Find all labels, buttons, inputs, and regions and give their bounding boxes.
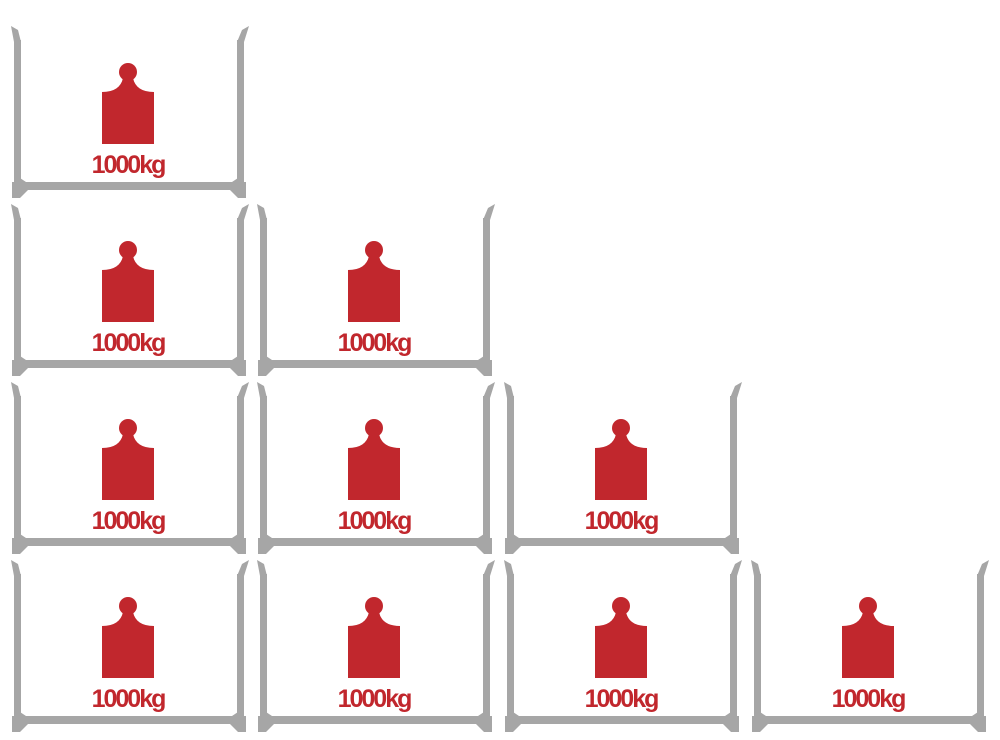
- load-label: 1000kg: [338, 685, 412, 713]
- container-frame: [11, 26, 249, 198]
- load-label: 1000kg: [832, 685, 906, 713]
- container: 1000kg: [11, 204, 249, 376]
- weight-icon: [102, 63, 154, 144]
- weight-icon: [348, 597, 400, 678]
- container-stack: 1000kg 1000kg 1000kg 1000kg: [11, 26, 249, 732]
- container: 1000kg: [504, 382, 742, 554]
- container-stack: 1000kg 1000kg: [504, 382, 742, 732]
- weight-icon: [102, 419, 154, 500]
- container-frame: [504, 382, 742, 554]
- container: 1000kg: [257, 382, 495, 554]
- weight-icon: [348, 419, 400, 500]
- weight-icon: [102, 597, 154, 678]
- container: 1000kg: [257, 560, 495, 732]
- load-label: 1000kg: [92, 685, 166, 713]
- container: 1000kg: [11, 382, 249, 554]
- container-frame: [257, 204, 495, 376]
- weight-icon: [842, 597, 894, 678]
- load-label: 1000kg: [92, 507, 166, 535]
- load-label: 1000kg: [585, 507, 659, 535]
- container-frame: [11, 560, 249, 732]
- weight-icon: [595, 419, 647, 500]
- container: 1000kg: [751, 560, 989, 732]
- container: 1000kg: [257, 204, 495, 376]
- weight-icon: [595, 597, 647, 678]
- container-stack: 1000kg 1000kg 1000kg: [257, 204, 495, 732]
- container: 1000kg: [11, 560, 249, 732]
- weight-icon: [348, 241, 400, 322]
- container: 1000kg: [504, 560, 742, 732]
- container-stack: 1000kg: [751, 560, 989, 732]
- container: 1000kg: [11, 26, 249, 198]
- container-frame: [11, 204, 249, 376]
- load-label: 1000kg: [92, 329, 166, 357]
- container-frame: [504, 560, 742, 732]
- container-frame: [11, 382, 249, 554]
- container-frame: [257, 560, 495, 732]
- load-label: 1000kg: [338, 329, 412, 357]
- load-label: 1000kg: [338, 507, 412, 535]
- load-label: 1000kg: [92, 151, 166, 179]
- load-label: 1000kg: [585, 685, 659, 713]
- container-frame: [751, 560, 989, 732]
- container-frame: [257, 382, 495, 554]
- weight-icon: [102, 241, 154, 322]
